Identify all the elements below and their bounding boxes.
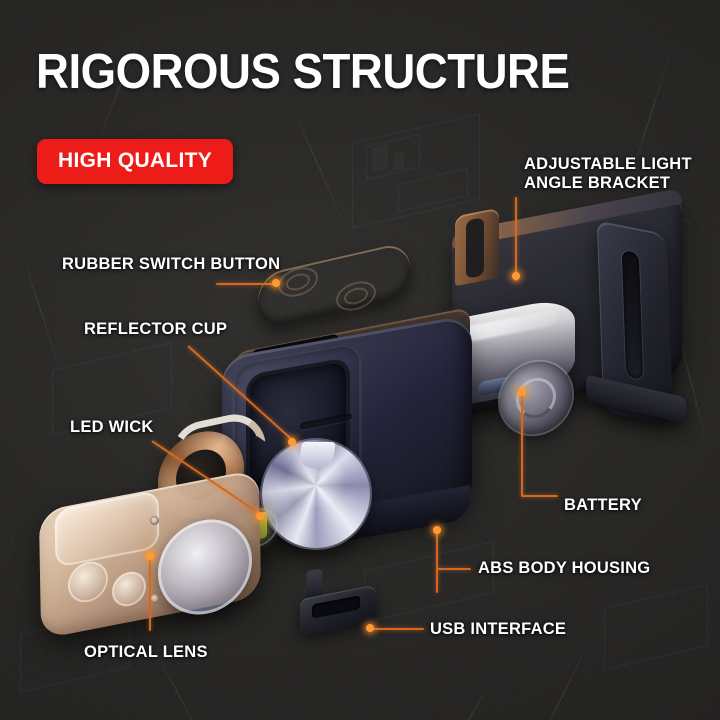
leader-battery-horizontal <box>522 495 558 497</box>
leader-usb-interface <box>372 628 424 630</box>
dot-battery <box>518 388 526 396</box>
dot-rubber-switch <box>272 279 280 287</box>
dot-abs-housing <box>433 526 441 534</box>
leader-abs-housing-horizontal <box>437 568 471 570</box>
bracket-hook-inner <box>466 217 484 279</box>
label-rubber-switch-button: RUBBER SWITCH BUTTON <box>62 255 281 273</box>
dot-optical-lens <box>146 552 154 560</box>
label-usb-interface: USB INTERFACE <box>430 620 567 638</box>
label-led-wick: LED WICK <box>70 418 154 436</box>
leader-rubber-switch <box>216 283 278 285</box>
dot-usb-interface <box>366 624 374 632</box>
label-abs-body-housing: ABS BODY HOUSING <box>478 559 651 577</box>
label-reflector-cup: REFLECTOR CUP <box>84 320 228 338</box>
leader-battery-vertical <box>521 393 523 497</box>
label-adjustable-light-angle-bracket: ADJUSTABLE LIGHT ANGLE BRACKET <box>524 155 692 194</box>
dot-led-wick <box>256 512 264 520</box>
page-title: RIGOROUS STRUCTURE <box>36 45 570 99</box>
leader-adjustable-bracket <box>515 197 517 281</box>
label-optical-lens: OPTICAL LENS <box>84 643 208 661</box>
leader-optical-lens <box>149 557 151 631</box>
leader-abs-housing-vertical <box>436 531 438 593</box>
dot-reflector-cup <box>288 438 296 446</box>
lens-screw-2 <box>150 594 159 603</box>
label-battery: BATTERY <box>564 496 642 514</box>
status-badge: HIGH QUALITY <box>37 139 234 184</box>
dot-adjustable-bracket <box>512 272 520 280</box>
label-line-1: ADJUSTABLE LIGHT <box>524 155 692 173</box>
lens-screw-1 <box>150 516 159 525</box>
label-line-2: ANGLE BRACKET <box>524 174 671 193</box>
